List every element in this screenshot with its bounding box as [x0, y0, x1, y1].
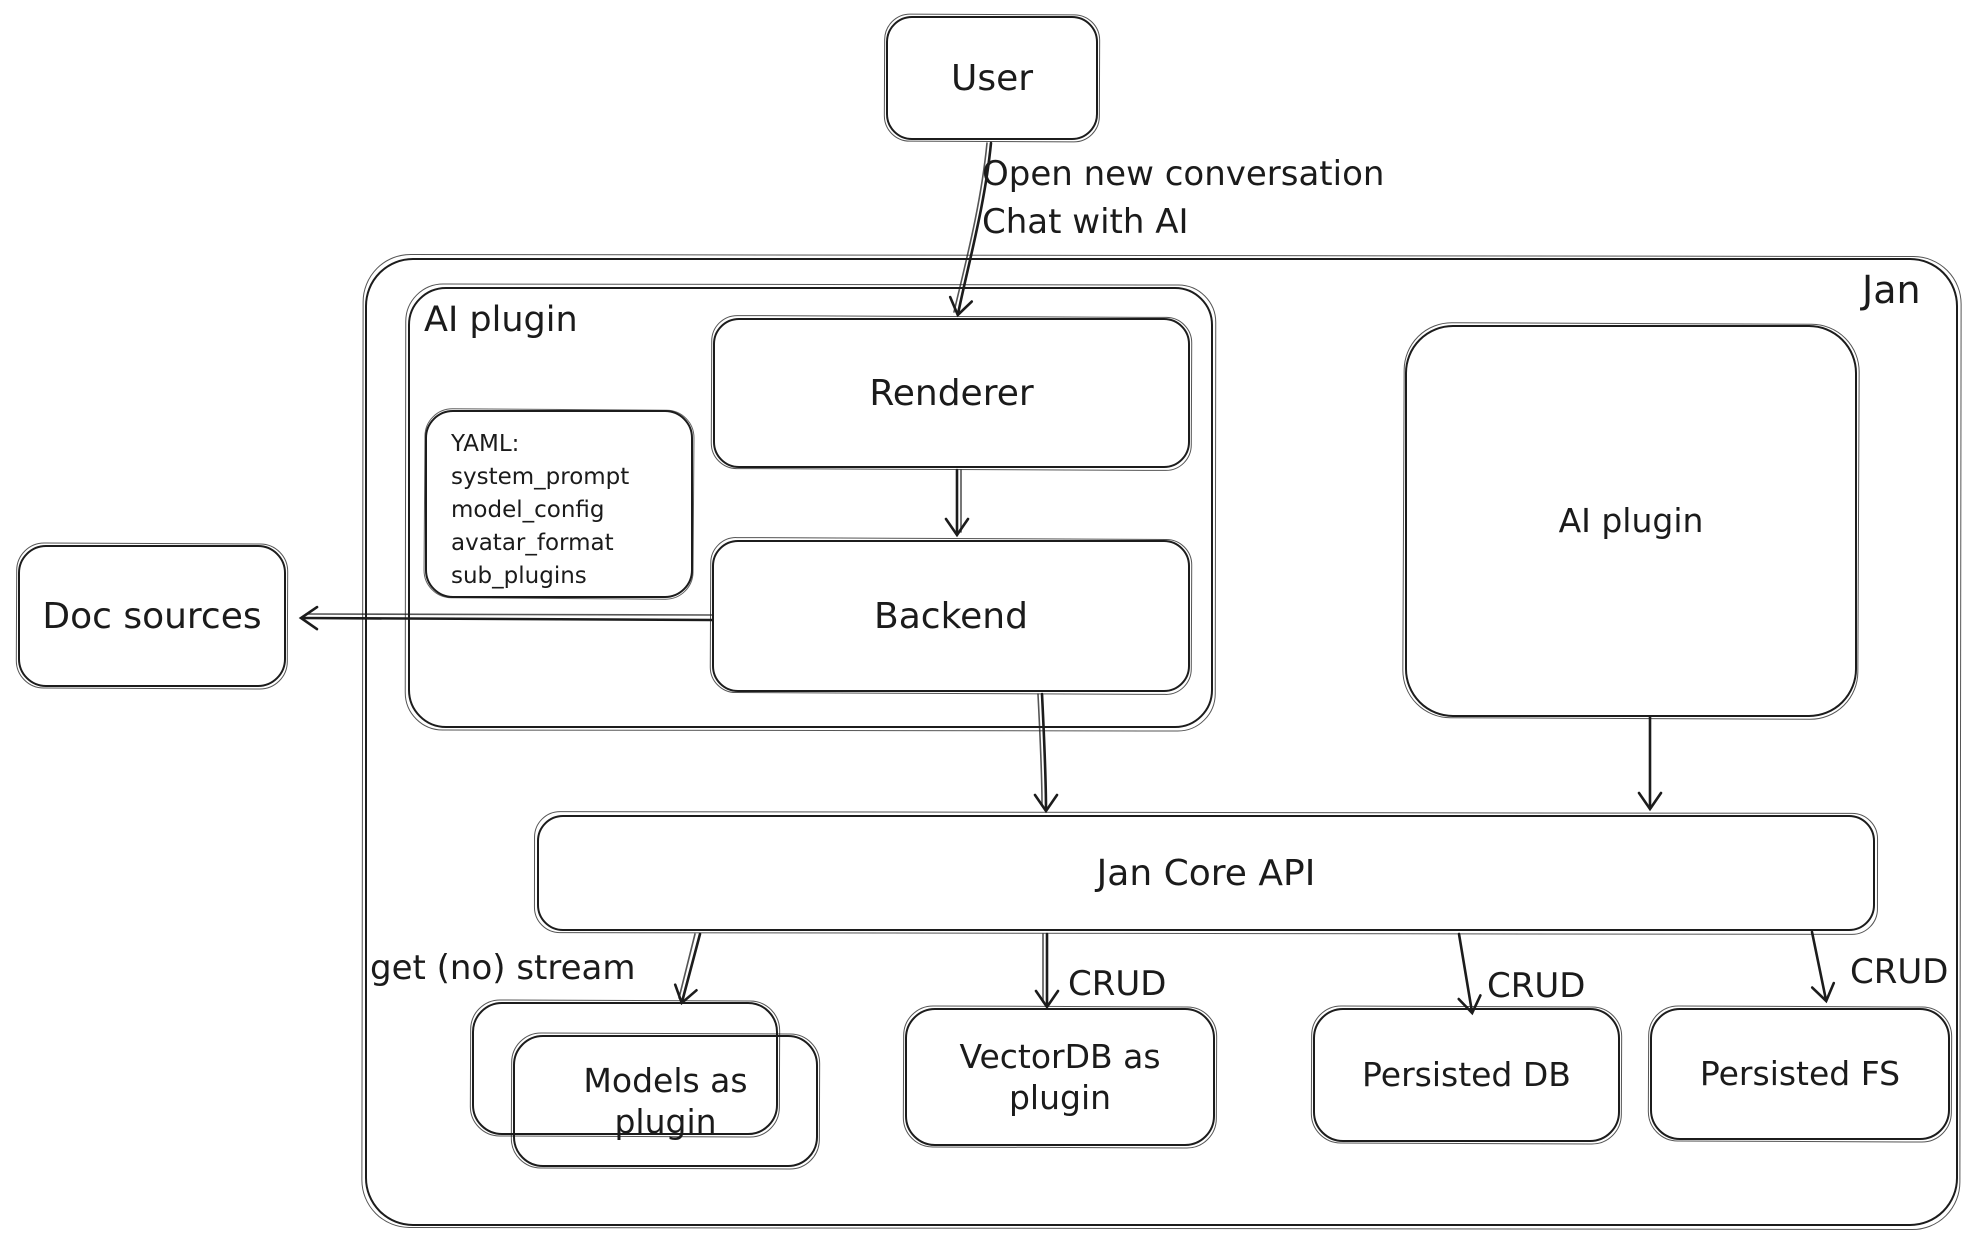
yaml-note-line: avatar_format — [451, 530, 614, 556]
jan-core-api-node: Jan Core API — [537, 815, 1875, 931]
ai-plugin-node: AI plugin — [1405, 325, 1857, 717]
persisted-fs-node: Persisted FS — [1650, 1008, 1950, 1140]
yaml-note-line: system_prompt — [451, 464, 630, 490]
yaml-note-line: sub_plugins — [451, 563, 587, 589]
jan-container-label: Jan — [1862, 268, 1921, 312]
edge-label-user-line1: Open new conversation — [982, 154, 1385, 194]
vectordb-as-plugin-node-label: VectorDB as plugin — [959, 1036, 1161, 1117]
models-as-plugin-node: Models as plugin — [513, 1035, 818, 1167]
yaml-note-line: model_config — [451, 497, 605, 523]
edge-label-get-no-stream: get (no) stream — [370, 948, 636, 988]
ai-plugin-node-label: AI plugin — [1558, 501, 1704, 541]
ai-plugin-group-label: AI plugin — [424, 300, 578, 340]
doc-sources-node-label: Doc sources — [42, 595, 262, 637]
models-as-plugin-node-label: Models as plugin — [583, 1060, 748, 1141]
persisted-fs-node-label: Persisted FS — [1699, 1054, 1901, 1094]
jan-container-box — [365, 258, 1958, 1226]
edge-label-crud-vectordb: CRUD — [1068, 964, 1167, 1004]
user-node: User — [886, 16, 1098, 140]
jan-core-api-node-label: Jan Core API — [1096, 852, 1316, 894]
renderer-node: Renderer — [713, 318, 1190, 468]
doc-sources-node: Doc sources — [18, 545, 286, 687]
ai-plugin-group-box — [408, 287, 1213, 728]
renderer-node-label: Renderer — [869, 372, 1034, 414]
edge-label-user-line2: Chat with AI — [982, 202, 1189, 242]
yaml-note-line: YAML: — [451, 431, 520, 457]
user-node-label: User — [950, 57, 1034, 99]
persisted-db-node: Persisted DB — [1313, 1008, 1620, 1142]
persisted-db-node-label: Persisted DB — [1362, 1055, 1571, 1095]
backend-node: Backend — [712, 540, 1190, 692]
edge-label-crud-persisted-fs: CRUD — [1850, 952, 1949, 992]
edge-label-crud-persisted-db: CRUD — [1487, 966, 1586, 1006]
vectordb-as-plugin-node: VectorDB as plugin — [905, 1008, 1215, 1146]
yaml-note: YAML: system_prompt model_config avatar_… — [425, 410, 693, 598]
backend-node-label: Backend — [874, 595, 1028, 637]
